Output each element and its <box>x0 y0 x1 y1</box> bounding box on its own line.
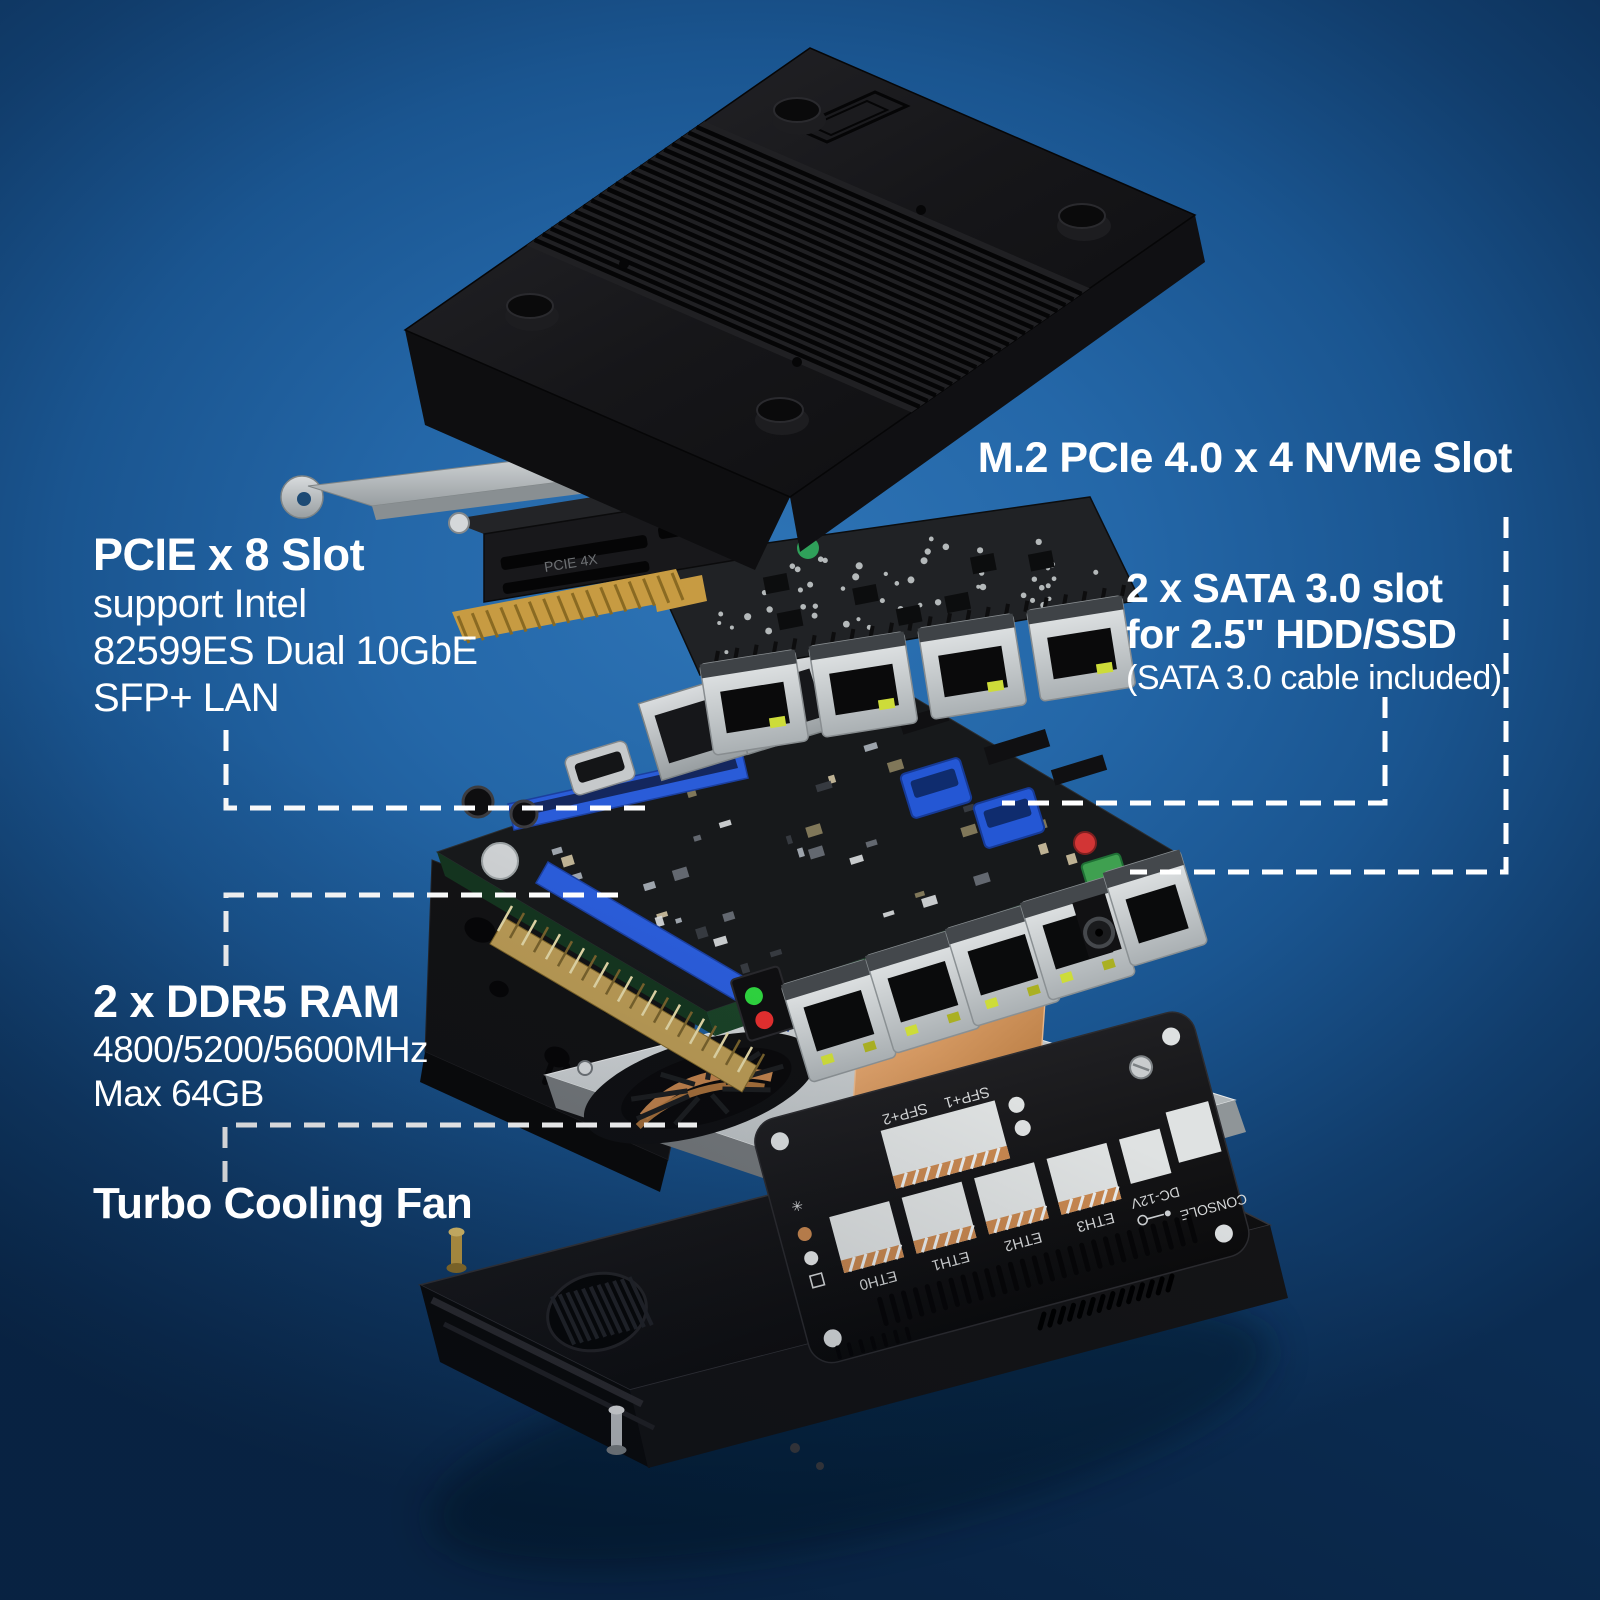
motherboard <box>435 648 1208 1093</box>
console-cutout <box>1165 1101 1222 1163</box>
callout-lines <box>222 517 1509 1182</box>
cmos-battery <box>481 842 519 880</box>
audio-jack <box>509 799 539 829</box>
cover-screw-holes <box>619 205 926 367</box>
annotation-pcie-slot: PCIE x 8 Slot support Intel 82599ES Dual… <box>93 528 478 723</box>
ddr5-line2: Max 64GB <box>93 1072 264 1114</box>
network-card <box>646 496 1142 756</box>
panel-screw <box>1129 1055 1154 1080</box>
ethernet-port-row <box>780 876 1136 1083</box>
dc-cutout <box>1118 1128 1172 1184</box>
front-panel: SFP+1 SFP+2 ETH0 ETH1 ETH2 ETH3 DC-12V C… <box>754 1011 1250 1364</box>
rubber-feet <box>505 97 1111 435</box>
brass-standoff <box>446 1227 467 1273</box>
callout-line-pcie <box>223 730 658 811</box>
reset-button <box>1073 831 1097 855</box>
fan-vent-grille <box>546 1271 654 1353</box>
riser-screw <box>448 512 470 534</box>
annotation-sata: 2 x SATA 3.0 slot for 2.5" HDD/SSD (SATA… <box>1126 565 1502 698</box>
m2-label: M.2 PCIe 4.0 x 4 NVMe Slot <box>977 434 1513 482</box>
cover-badge-outline <box>791 90 911 144</box>
top-cover <box>403 47 1205 570</box>
heatsink-fins <box>533 124 1083 409</box>
silver-standoff <box>606 1405 627 1455</box>
pcie-title: PCIE x 8 Slot <box>93 529 365 580</box>
annotation-ddr5: 2 x DDR5 RAM 4800/5200/5600MHz Max 64GB <box>93 975 429 1115</box>
panel-screw-holes <box>770 1027 1233 1348</box>
port-pins <box>714 584 1126 663</box>
panel-vent-slots <box>835 1214 1198 1360</box>
dc-polarity-icon <box>1137 1210 1171 1226</box>
ddr5-title: 2 x DDR5 RAM <box>93 976 400 1027</box>
sata-title2: for 2.5" HDD/SSD <box>1126 611 1457 658</box>
ddr5-line1: 4800/5200/5600MHz <box>93 1029 429 1071</box>
svg-text:✳: ✳ <box>790 1197 805 1215</box>
chassis-vent-slots <box>1037 1273 1175 1331</box>
panel-status-icons: ✳ <box>790 1197 826 1289</box>
pcie-line1: support Intel <box>93 582 307 627</box>
annotation-fan: Turbo Cooling Fan <box>93 1178 473 1230</box>
callout-line-ddr5 <box>223 892 628 966</box>
ground-shadow <box>428 1298 1272 1572</box>
sata-title1: 2 x SATA 3.0 slot <box>1126 565 1443 611</box>
fan-label: Turbo Cooling Fan <box>93 1179 473 1228</box>
pcie-line3: SFP+ LAN <box>93 676 280 721</box>
annotation-m2-nvme: M.2 PCIe 4.0 x 4 NVMe Slot <box>977 433 1513 484</box>
sata-connectors <box>899 757 1046 849</box>
solder-points <box>697 536 1099 655</box>
callout-line-sata <box>1002 697 1388 806</box>
eth-cutouts <box>829 1142 1122 1274</box>
led-indicator-block <box>730 965 797 1042</box>
pcie-line2: 82599ES Dual 10GbE <box>93 629 478 674</box>
dc-jack-and-console-port <box>1072 849 1208 967</box>
callout-line-fan <box>222 1122 697 1182</box>
audio-jack <box>461 785 495 819</box>
sata-note: (SATA 3.0 cable included) <box>1126 658 1502 697</box>
riser-gold-fingers <box>452 569 688 641</box>
callout-line-m2 <box>1130 517 1509 875</box>
bracket-screw-hole <box>297 492 311 506</box>
hdmi-port <box>564 740 636 796</box>
nic-ethernet-ports <box>699 595 1136 756</box>
